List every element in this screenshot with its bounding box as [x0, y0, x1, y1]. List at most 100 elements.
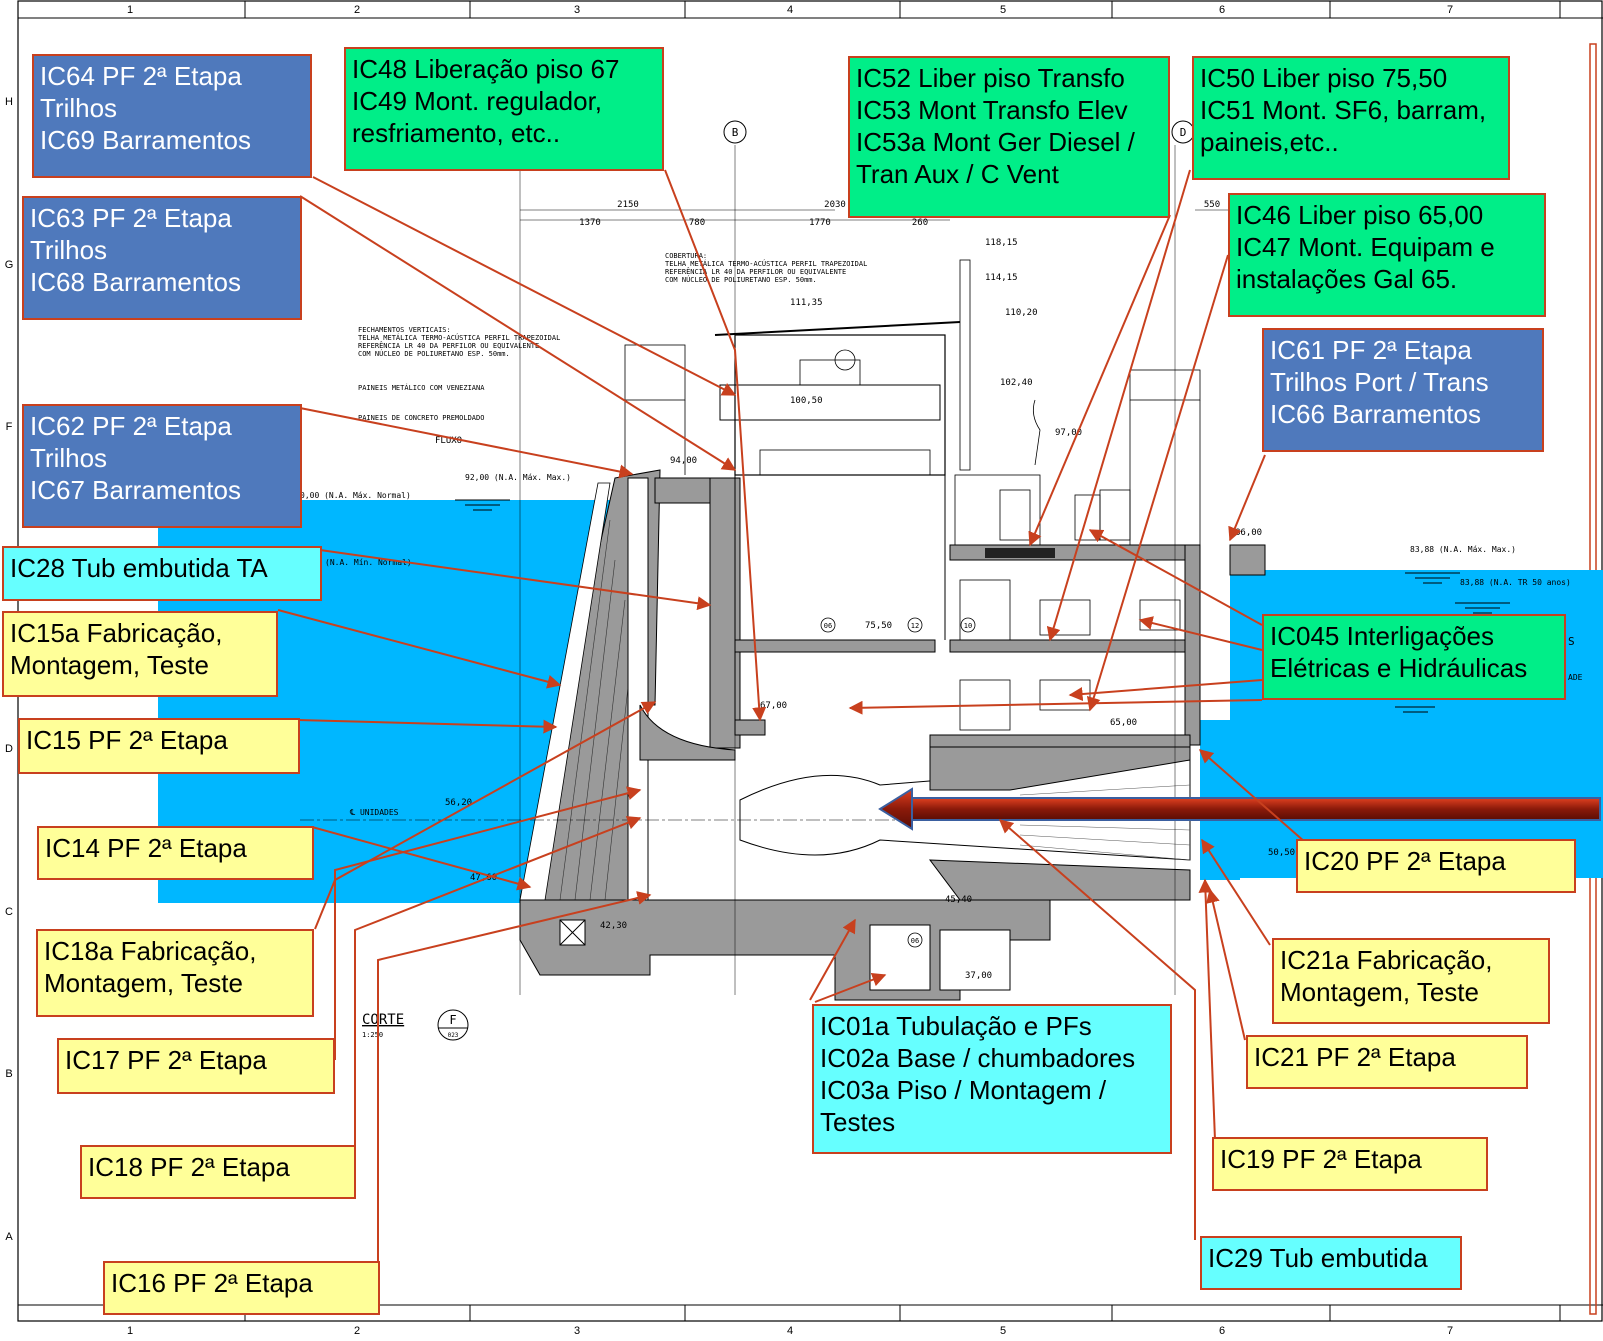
label-line: IC50 Liber piso 75,50	[1200, 63, 1448, 93]
leader-ic61	[1228, 454, 1266, 542]
grid-column-label: 4	[787, 4, 793, 16]
elev-110-20: 110,20	[1005, 308, 1038, 318]
label-line: Elétricas e Hidráulicas	[1270, 653, 1528, 683]
cut-off-note: S	[1568, 635, 1575, 648]
cobertura-note-line-3: REFERÊNCIA LR 40 DA PERFILOR OU EQUIVALE…	[665, 267, 846, 276]
leader-ic18	[354, 816, 642, 1145]
floor-67-00	[734, 719, 766, 736]
leader-ic48	[664, 169, 767, 722]
leader-ic045-b	[1138, 616, 1263, 651]
label-ic46-ic47: IC46 Liber piso 65,00 IC47 Mont. Equipam…	[1228, 193, 1546, 317]
elevation-marks: 118,15 114,15 111,35 110,20 102,40 100,5…	[300, 238, 1571, 981]
section-letter: F	[449, 1013, 456, 1027]
leader-ic045-d	[848, 699, 1263, 715]
label-ic20: IC20 PF 2ª Etapa	[1296, 839, 1576, 893]
label-line: Montagem, Teste	[44, 968, 243, 998]
elev-min-normal: (N.A. Mín. Normal)	[325, 558, 412, 567]
leader-ic14	[311, 826, 532, 891]
label-line: IC20 PF 2ª Etapa	[1304, 846, 1506, 876]
drainage-gallery-x2	[559, 919, 586, 946]
transformer-rail	[985, 548, 1055, 558]
leader-ic62	[299, 407, 634, 479]
label-ic48-ic49: IC48 Liberação piso 67 IC49 Mont. regula…	[344, 47, 664, 171]
leader-ic63	[299, 195, 737, 471]
label-line: paineis,etc..	[1200, 127, 1339, 157]
leader-ic52	[1028, 214, 1171, 547]
elev-65-00: 65,00	[1110, 718, 1137, 728]
label-ic16: IC16 PF 2ª Etapa	[103, 1261, 380, 1315]
label-ic18: IC18 PF 2ª Etapa	[80, 1145, 356, 1199]
leader-ic15	[297, 719, 558, 734]
label-line: IC68 Barramentos	[30, 267, 241, 297]
label-line: IC69 Barramentos	[40, 125, 251, 155]
elev-37-00: 37,00	[965, 971, 992, 981]
label-ic17: IC17 PF 2ª Etapa	[57, 1038, 335, 1094]
elev-111-35: 111,35	[790, 298, 823, 308]
section-sheet: 023	[448, 1032, 459, 1039]
elev-67-00: 67,00	[760, 701, 787, 711]
label-line: IC16 PF 2ª Etapa	[111, 1268, 313, 1298]
tag-12-text: 12	[911, 622, 919, 630]
label-line: Trilhos	[30, 235, 108, 265]
section-bubble	[437, 1009, 469, 1041]
tag-06-b	[907, 932, 923, 948]
label-line: IC64 PF 2ª Etapa	[40, 61, 242, 91]
label-ic15a: IC15a Fabricação, Montagem, Teste	[2, 611, 278, 697]
fechamentos-note-line-1: FECHAMENTOS VERTICAIS:	[358, 326, 451, 334]
label-line: IC15a Fabricação,	[10, 618, 223, 648]
label-line: IC045 Interligações	[1270, 621, 1495, 651]
dim-1770: 1770	[809, 218, 831, 228]
fechamentos-note-line-2: TELHA METÁLICA TERMO-ACÚSTICA PERFIL TRA…	[358, 333, 560, 342]
label-line: IC01a Tubulação e PFs	[820, 1011, 1092, 1041]
grid-column-label: 7	[1447, 4, 1453, 16]
elev-45-40: 45,40	[945, 895, 972, 905]
label-line: instalações Gal 65.	[1236, 264, 1458, 294]
label-line: IC15 PF 2ª Etapa	[26, 725, 228, 755]
grid-row-label: B	[5, 1068, 12, 1080]
elev-90-00: 0,00 (N.A. Máx. Normal)	[300, 491, 411, 500]
floor-75-50-right	[949, 639, 1191, 653]
pump-pit	[869, 924, 931, 991]
elev-92-00: 92,00 (N.A. Máx. Max.)	[465, 473, 571, 482]
dim-550: 550	[1204, 200, 1220, 210]
label-ic21a: IC21a Fabricação, Montagem, Teste	[1272, 938, 1550, 1024]
fluxo-note: FLUXO	[435, 436, 462, 446]
label-ic64-ic69: IC64 PF 2ª Etapa Trilhos IC69 Barramento…	[32, 54, 312, 178]
axis-marker-b-text: B	[732, 126, 739, 139]
unidades-note: ℄ UNIDADES	[349, 808, 399, 817]
label-line: IC52 Liber piso Transfo	[856, 63, 1125, 93]
section-title-text: CORTE	[362, 1012, 404, 1028]
leader-ic29	[998, 819, 1196, 1240]
grid-column-label: 5	[1000, 4, 1006, 16]
grid-column-label: 6	[1219, 1325, 1225, 1337]
leader-ic01a-a	[809, 918, 856, 1001]
grid-column-label: 3	[574, 1325, 580, 1337]
grid-row-label: D	[5, 743, 13, 755]
label-ic19: IC19 PF 2ª Etapa	[1212, 1137, 1488, 1191]
dim-2150: 2150	[617, 200, 639, 210]
grid-row-label: A	[5, 1231, 13, 1243]
label-line: IC28 Tub embutida TA	[10, 553, 268, 583]
grid-row-label: G	[5, 259, 14, 271]
leader-lines	[277, 169, 1306, 1262]
flow-arrow-head	[878, 787, 913, 831]
elev-114-15: 114,15	[985, 273, 1018, 283]
label-ic61-ic66: IC61 PF 2ª Etapa Trilhos Port / Trans IC…	[1262, 328, 1544, 452]
elev-83-88-max: 83,88 (N.A. Máx. Max.)	[1410, 545, 1516, 554]
cobertura-note-line-1: COBERTURA:	[665, 252, 707, 260]
label-line: IC49 Mont. regulador,	[352, 86, 603, 116]
label-line: IC67 Barramentos	[30, 475, 241, 505]
water-level-symbols	[455, 499, 1510, 713]
bridge-crane	[719, 384, 941, 421]
label-line: Tran Aux / C Vent	[856, 159, 1059, 189]
elev-75-50: 75,50	[865, 621, 892, 631]
grid-column-label: 5	[1000, 1325, 1006, 1337]
label-line: Testes	[820, 1107, 896, 1137]
label-line: IC03a Piso / Montagem /	[820, 1075, 1107, 1105]
sump-pit	[939, 929, 1011, 991]
grid-column-label: 2	[354, 1325, 360, 1337]
label-line: IC61 PF 2ª Etapa	[1270, 335, 1472, 365]
grid-column-label: 1	[127, 4, 133, 16]
leader-ic46	[1086, 254, 1229, 712]
